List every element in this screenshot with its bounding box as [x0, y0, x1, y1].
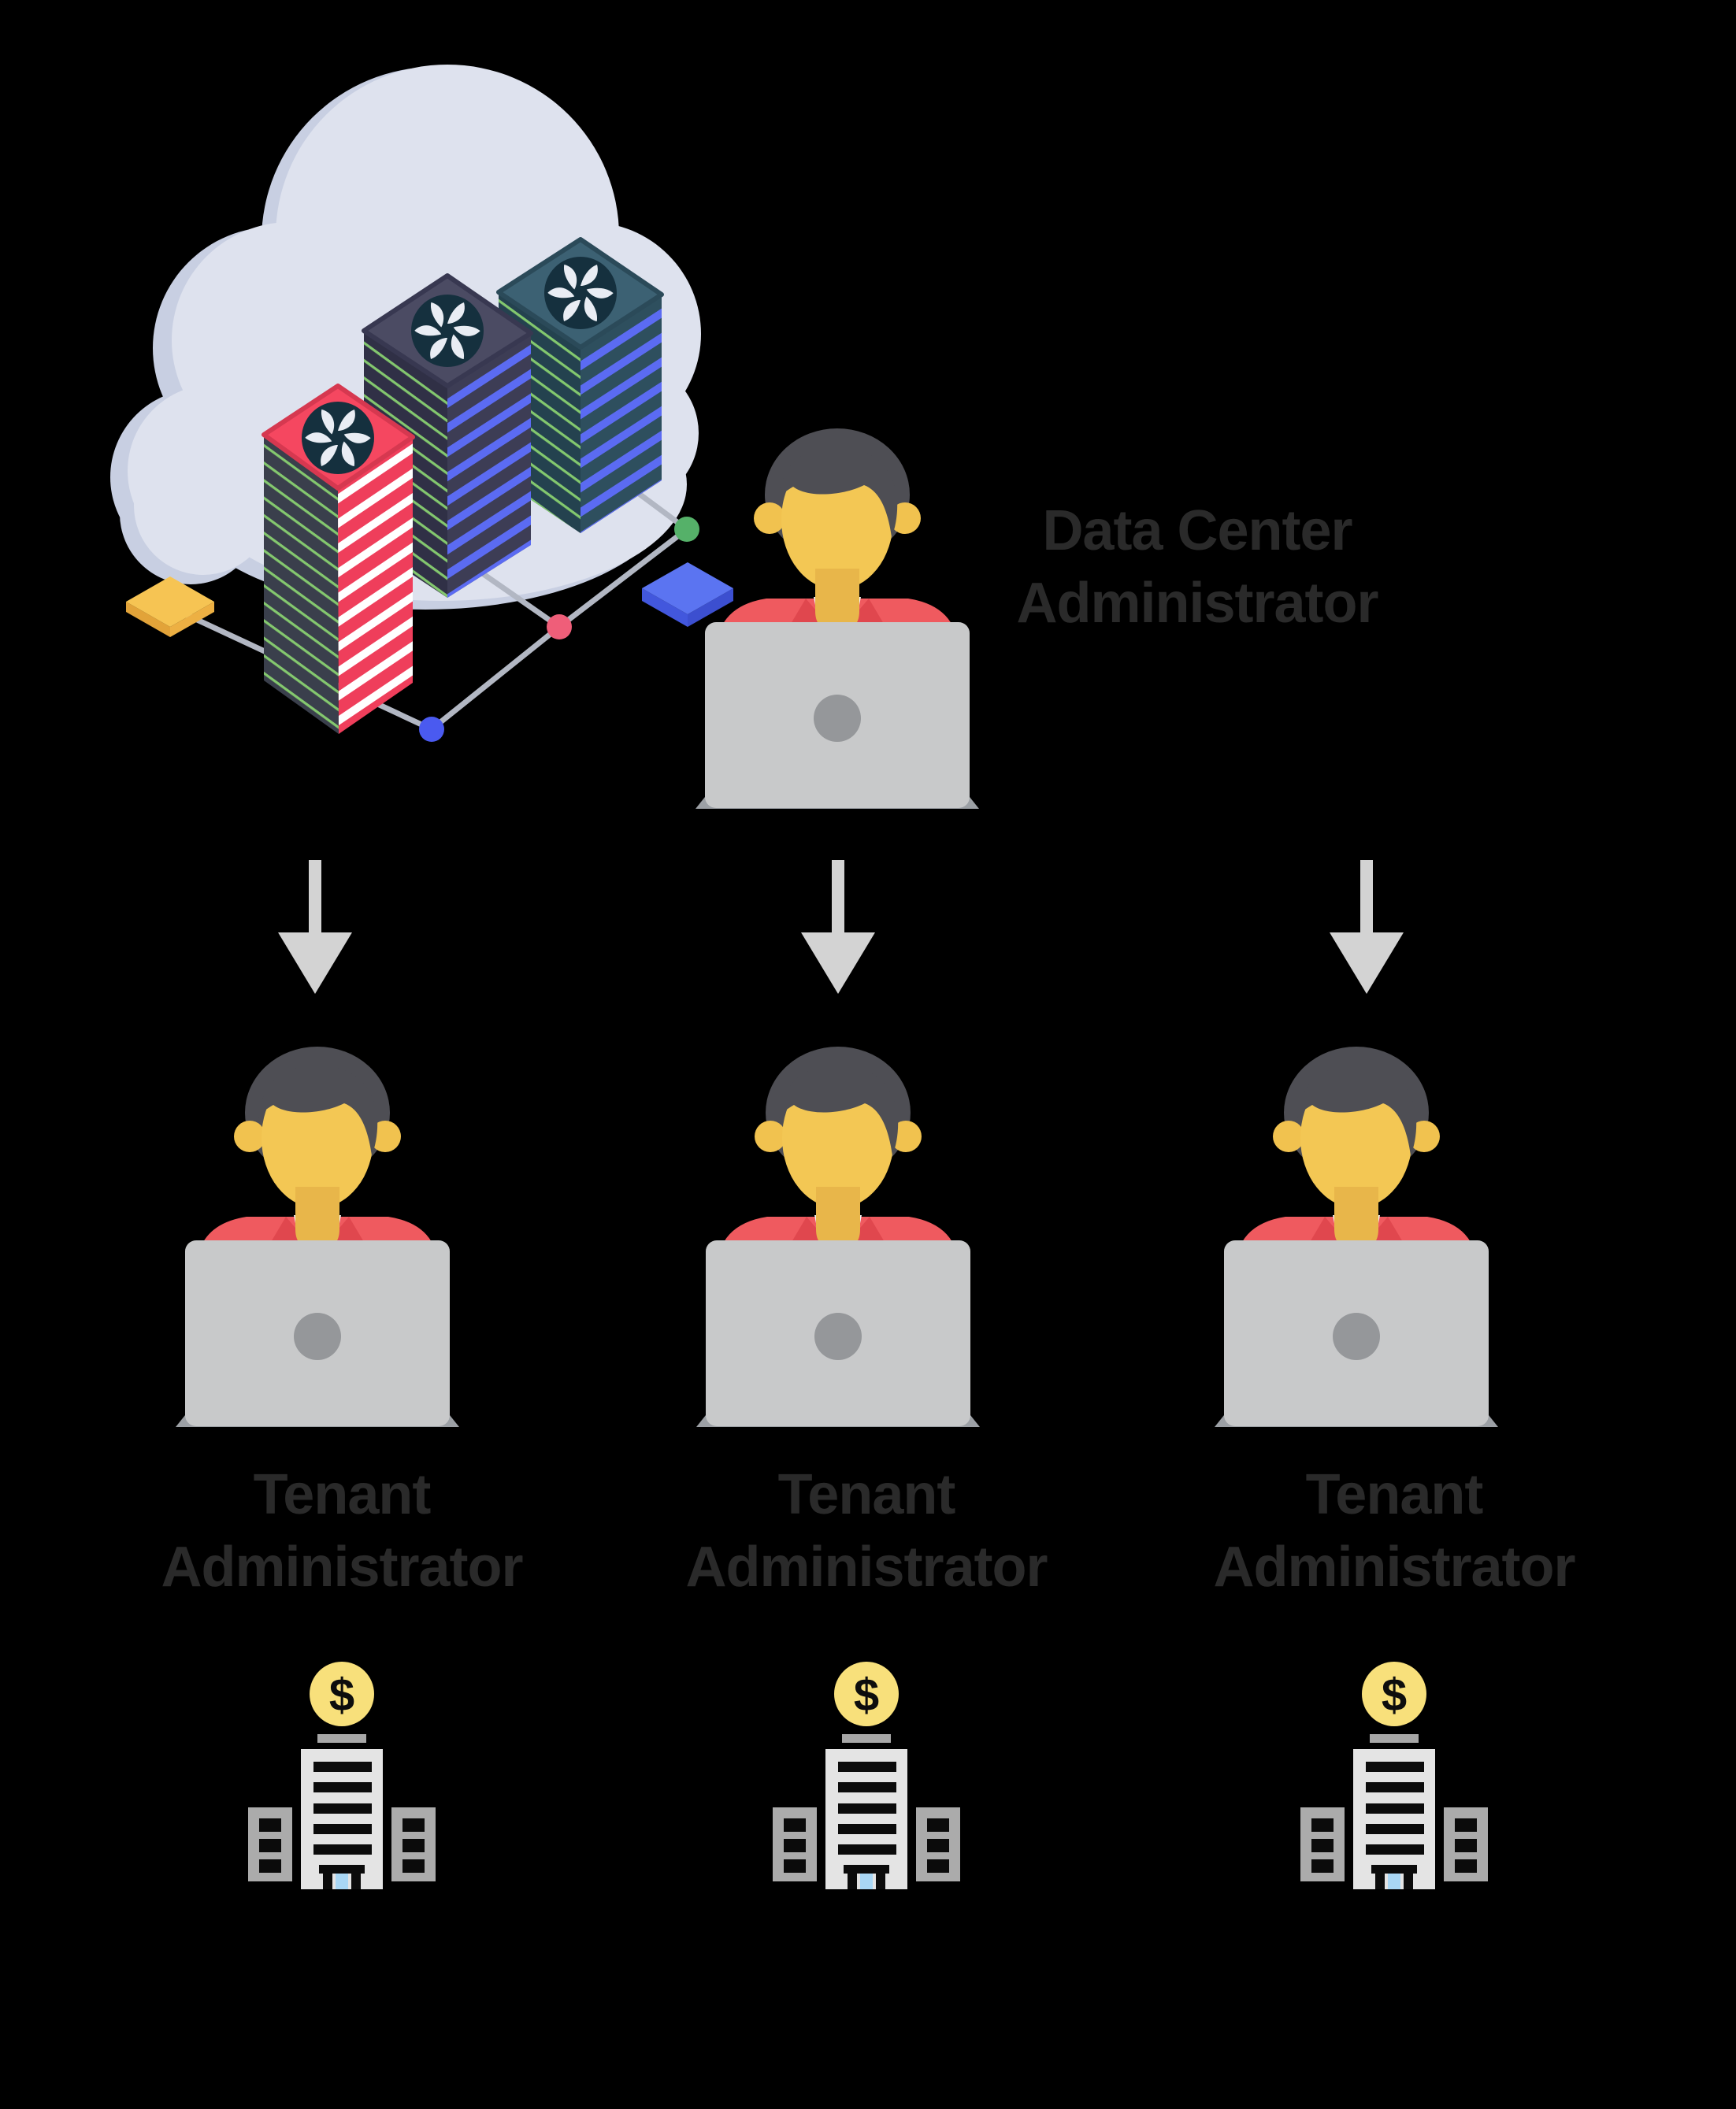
person-at-laptop-icon: [1207, 1036, 1506, 1429]
green-node: [674, 517, 699, 542]
down-arrow-icon: [1330, 860, 1404, 994]
blue-node: [419, 717, 444, 742]
dollar-symbol: $: [854, 1670, 879, 1721]
red-server-rack: [262, 384, 415, 734]
arrows-row: [278, 860, 1404, 994]
office-building-icon: $: [247, 1661, 436, 1897]
down-arrow-icon: [278, 860, 352, 994]
down-arrow-icon: [801, 860, 875, 994]
office-building-icon: $: [1300, 1661, 1489, 1897]
data-center-admin-label: Data Center Administrator: [1016, 499, 1378, 635]
person-at-laptop-icon: [688, 1036, 988, 1429]
pink-node: [547, 614, 572, 639]
tenant-admin-label: Tenant Administrator: [1213, 1463, 1575, 1599]
cloud-servers-illustration: [110, 65, 733, 742]
blue-diamond: [642, 562, 733, 627]
office-building-icon: $: [772, 1661, 961, 1897]
dollar-symbol: $: [329, 1670, 354, 1721]
dollar-symbol: $: [1382, 1670, 1407, 1721]
yellow-diamond: [126, 576, 214, 637]
tenant-admin-label: Tenant Administrator: [685, 1463, 1048, 1599]
tenant-admin-label: Tenant Administrator: [161, 1463, 523, 1599]
person-at-laptop-icon: [168, 1036, 467, 1429]
teal-server-rack: [496, 237, 664, 533]
